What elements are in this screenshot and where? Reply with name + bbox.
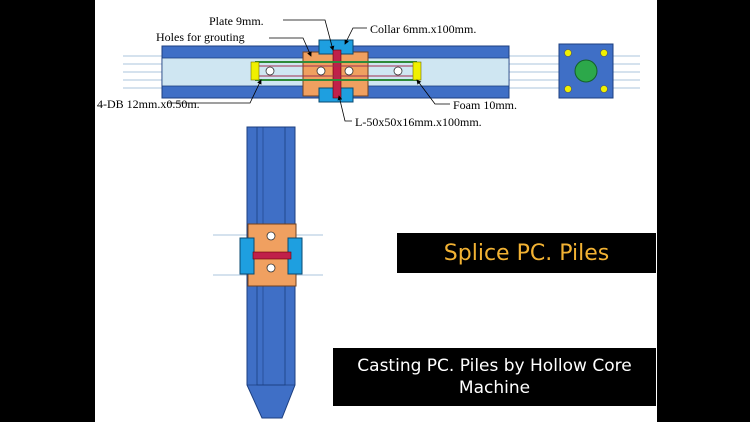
label-holes: Holes for grouting bbox=[156, 30, 245, 44]
grout-hole bbox=[266, 231, 276, 241]
grout-hole bbox=[393, 66, 403, 76]
grout-hole bbox=[344, 66, 354, 76]
label-foam: Foam 10mm. bbox=[453, 98, 517, 112]
label-collar: Collar 6mm.x100mm. bbox=[370, 22, 476, 36]
casting-subtitle: Casting PC. Piles by Hollow Core Machine bbox=[333, 348, 656, 406]
grout-hole bbox=[265, 66, 275, 76]
leader-lines bbox=[167, 19, 450, 122]
splice-title: Splice PC. Piles bbox=[397, 233, 656, 273]
label-plate: Plate 9mm. bbox=[209, 14, 264, 28]
grout-hole bbox=[316, 66, 326, 76]
label-angle: L-50x50x16mm.x100mm. bbox=[355, 115, 482, 129]
splice-diagram: Plate 9mm. Holes for grouting Collar 6mm… bbox=[97, 14, 640, 419]
horizontal-collar bbox=[250, 39, 422, 103]
pile-cross-section bbox=[558, 43, 614, 99]
label-rebar: 4-DB 12mm.x0.50m. bbox=[97, 97, 200, 111]
grout-hole bbox=[266, 263, 276, 273]
vertical-pile bbox=[213, 126, 323, 419]
slide: Plate 9mm. Holes for grouting Collar 6mm… bbox=[95, 0, 657, 422]
